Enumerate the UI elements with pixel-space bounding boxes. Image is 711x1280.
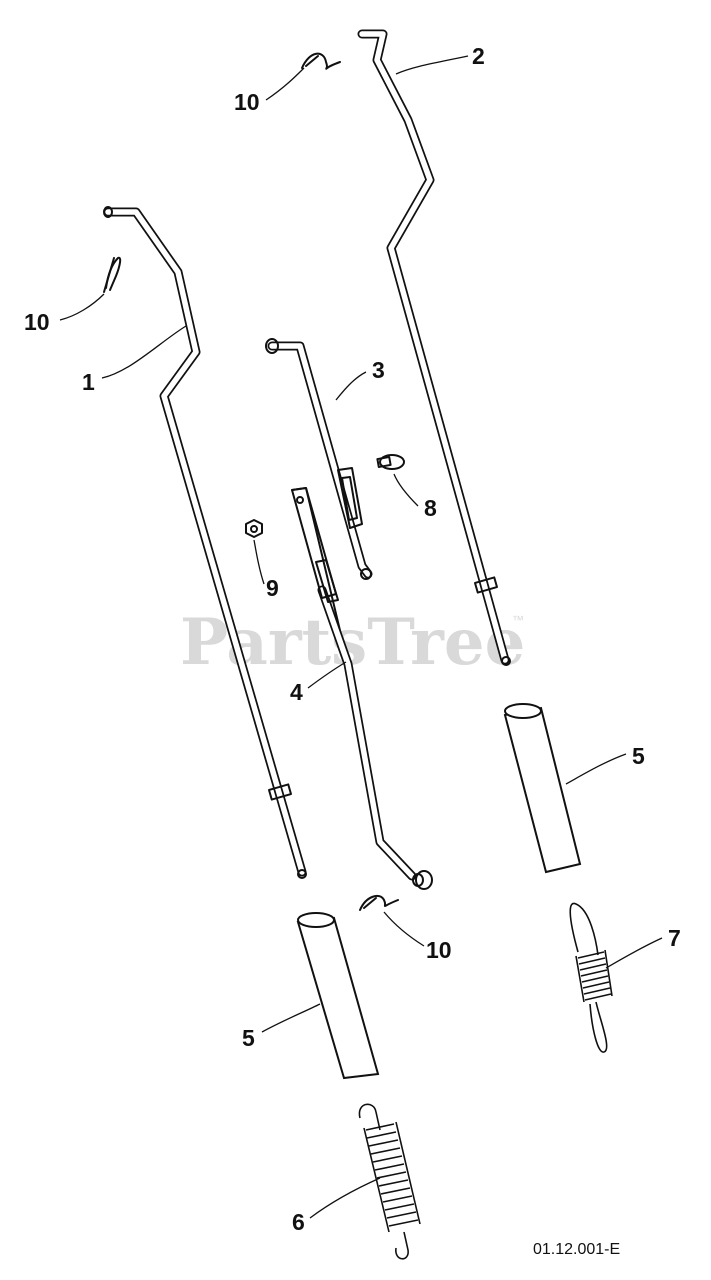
callout-10-bottom: 10 xyxy=(426,937,452,963)
part-3-link-rod xyxy=(265,338,373,580)
watermark-trademark: ™ xyxy=(512,613,524,627)
callout-8: 8 xyxy=(424,495,437,521)
part-10-hairpin-clip-top xyxy=(301,52,341,70)
callout-10-top: 10 xyxy=(234,89,260,115)
callout-labels: 1 2 3 4 5 5 6 7 8 9 10 10 10 xyxy=(24,43,681,1235)
part-2-lever-rod xyxy=(357,29,511,666)
part-9-hex-nut xyxy=(245,519,263,538)
part-5-grip-tube-lower xyxy=(296,912,380,1080)
part-1-lever-rod xyxy=(103,206,307,879)
part-8-shoulder-bolt xyxy=(376,454,405,470)
leader-lines xyxy=(59,55,663,1219)
part-10-hairpin-clip-bottom xyxy=(359,894,399,911)
reference-code: 01.12.001-E xyxy=(533,1241,620,1258)
callout-2: 2 xyxy=(472,43,485,69)
callout-7: 7 xyxy=(668,925,681,951)
part-7-loop-spring xyxy=(569,902,613,1053)
callout-5-lower: 5 xyxy=(242,1025,255,1051)
callout-9: 9 xyxy=(266,575,279,601)
callout-5-upper: 5 xyxy=(632,743,645,769)
part-5-grip-tube-upper xyxy=(503,703,582,874)
part-6-extension-spring xyxy=(358,1103,421,1260)
callout-3: 3 xyxy=(372,357,385,383)
callout-6: 6 xyxy=(292,1209,305,1235)
callout-1: 1 xyxy=(82,369,95,395)
part-10-hairpin-clip-left xyxy=(103,256,122,293)
callout-4: 4 xyxy=(290,679,303,705)
part-4-flat-link xyxy=(291,487,433,890)
callout-10-left: 10 xyxy=(24,309,50,335)
